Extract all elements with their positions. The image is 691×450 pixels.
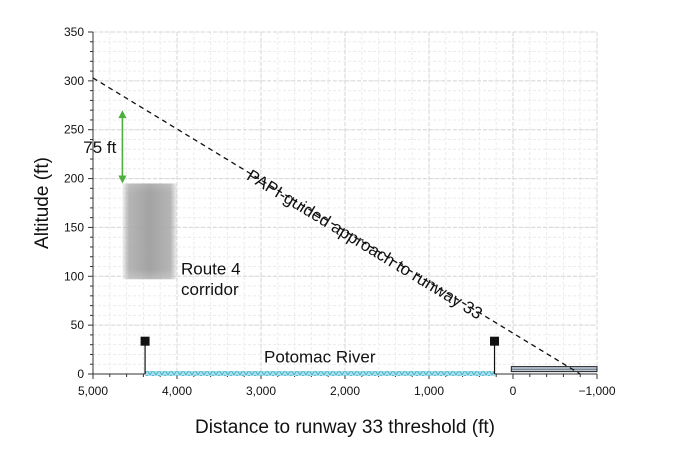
y-tick-label: 200 <box>64 172 84 186</box>
x-tick-label: 4,000 <box>162 384 192 398</box>
x-tick-label: 2,000 <box>330 384 360 398</box>
y-tick-label: 350 <box>64 25 84 39</box>
clearance-label: 75 ft <box>83 138 116 157</box>
clearance-arrow-head-top <box>118 110 127 119</box>
x-tick-label: 1,000 <box>414 384 444 398</box>
y-tick-label: 100 <box>64 269 84 283</box>
x-tick-label: −1,000 <box>578 384 615 398</box>
route4-corridor-fade <box>122 183 177 280</box>
y-tick-label: 50 <box>71 318 85 332</box>
shore-marker <box>490 336 500 346</box>
y-tick-label: 300 <box>64 74 84 88</box>
river-label: Potomac River <box>264 347 376 366</box>
route4-corridor-label: Route 4 <box>181 259 241 278</box>
chart-marks <box>92 77 598 376</box>
x-tick-label: 3,000 <box>246 384 276 398</box>
approach-path-label: PAPI-guided approach to runway 33 <box>244 166 486 323</box>
route4-corridor-label-line2: corridor <box>181 280 239 299</box>
shore-marker <box>140 336 150 346</box>
y-tick-label: 250 <box>64 123 84 137</box>
y-axis-label: Altitude (ft) <box>32 157 53 249</box>
y-tick-label: 150 <box>64 220 84 234</box>
grid <box>92 31 598 375</box>
potomac-river <box>145 371 495 376</box>
x-tick-label: 5,000 <box>78 384 108 398</box>
x-tick-label: 0 <box>510 384 517 398</box>
x-axis-label: Distance to runway 33 threshold (ft) <box>195 417 495 438</box>
y-tick-label: 0 <box>77 367 84 381</box>
clearance-arrow-head-bottom <box>118 175 127 184</box>
